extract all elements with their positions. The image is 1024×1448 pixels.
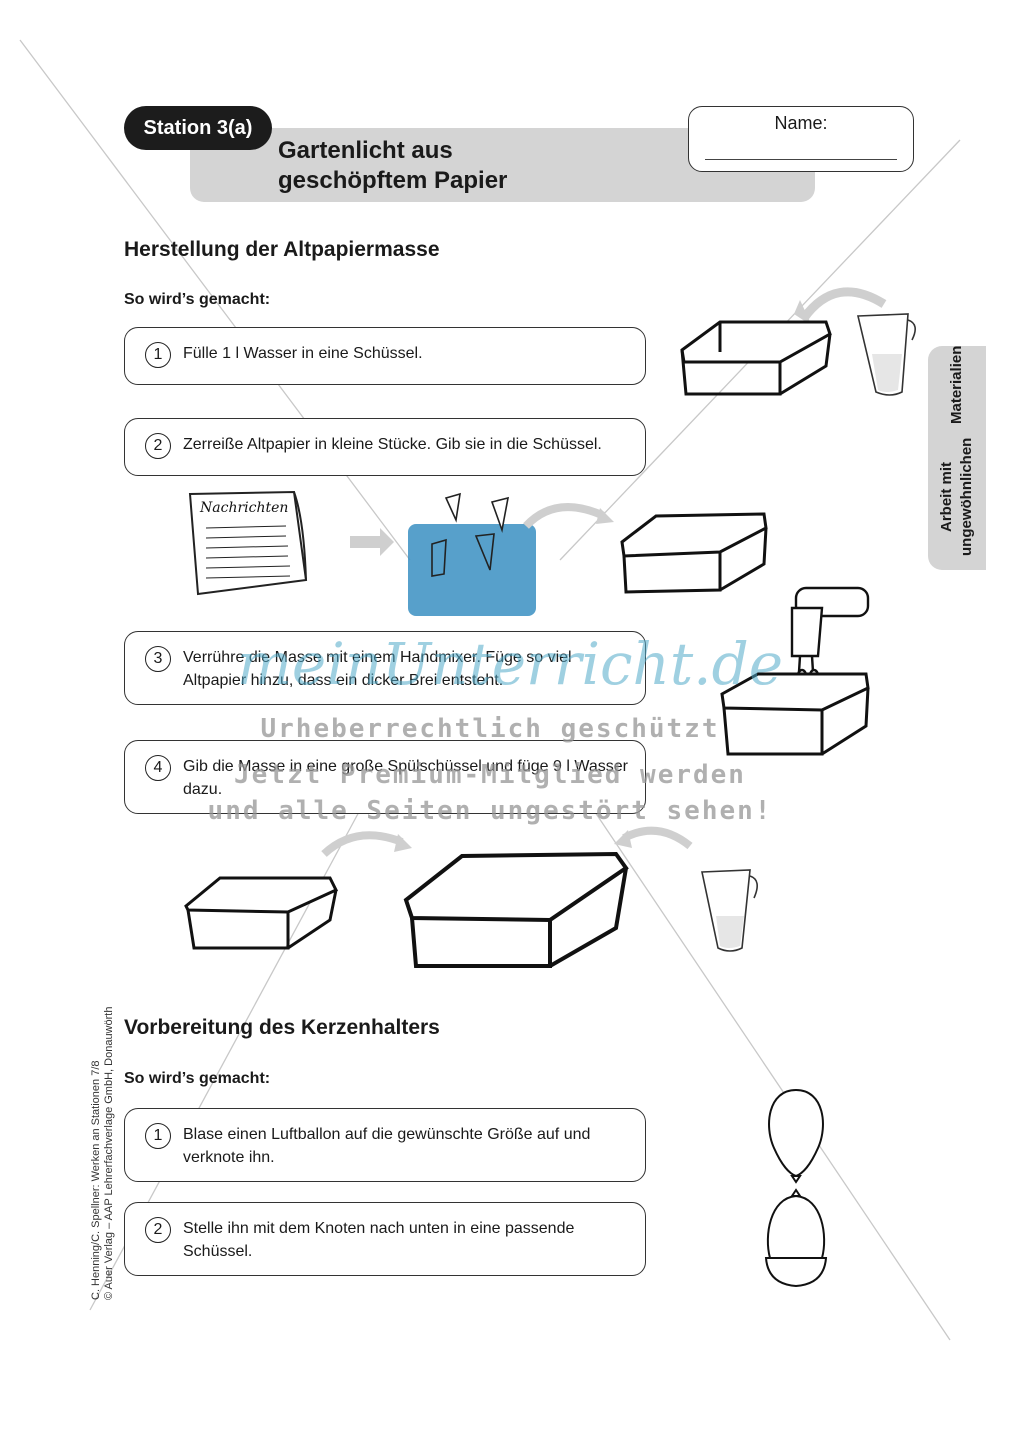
section-subheading-2: So wird’s gemacht: <box>124 1070 271 1087</box>
step-card-1-2: 2 Zerreiße Altpapier in kleine Stücke. G… <box>124 418 646 476</box>
newspaper-label: Nachrichten <box>199 500 288 516</box>
large-bowl-icon <box>403 851 629 968</box>
arrow-right-icon <box>350 528 394 556</box>
copyright-line-2: © Auer Verlag – AAP Lehrerfachverlage Gm… <box>103 1006 115 1300</box>
step-card-2-1: 1 Blase einen Luftballon auf die gewünsc… <box>124 1108 646 1182</box>
newspaper-to-bowl-illustration: Nachrichten <box>188 490 768 616</box>
bowls-combine-illustration <box>184 826 758 968</box>
watermark-line-3: und alle Seiten ungestört sehen! <box>207 796 773 826</box>
arrow-icon <box>596 508 614 524</box>
measuring-jug-icon <box>856 313 916 396</box>
step-text: Blase einen Luftballon auf die gewünscht… <box>183 1126 591 1166</box>
watermark-line-1: Urheberrechtlich geschützt <box>260 714 720 744</box>
step-card-1-3: 3 Verrühre die Masse mit einem Handmixer… <box>124 631 646 705</box>
step-text: Verrühre die Masse mit einem Handmixer. … <box>183 649 572 689</box>
newspaper-icon <box>188 490 308 596</box>
bowl-icon <box>720 672 870 756</box>
step-text: Fülle 1 l Wasser in eine Schüssel. <box>183 345 423 362</box>
small-bowl-icon <box>184 876 339 950</box>
title-line-2: geschöpftem Papier <box>278 167 508 194</box>
balloon-illustration <box>764 1088 828 1288</box>
name-field[interactable]: Name: <box>688 106 914 172</box>
balloon-in-bowl-icon <box>764 1188 828 1288</box>
arrow-icon <box>794 300 812 326</box>
title-line-1: Gartenlicht aus <box>278 137 453 164</box>
copyright-note: C. Henning/C. Spellner: Werken an Statio… <box>90 980 116 1300</box>
balloon-icon <box>768 1088 824 1184</box>
step-number: 4 <box>145 755 171 781</box>
page-title: Gartenlicht aus geschöpftem Papier <box>278 136 698 196</box>
side-tab <box>928 346 986 570</box>
measuring-jug-icon <box>701 869 758 952</box>
station-badge: Station 3(a) <box>124 106 272 150</box>
name-label: Name: <box>774 113 828 133</box>
bowl-icon <box>620 512 768 594</box>
step-text: Stelle ihn mit dem Knoten nach unten in … <box>183 1220 575 1260</box>
step-number: 2 <box>145 433 171 459</box>
arrow-icon <box>394 834 412 852</box>
bowl-and-jug-illustration <box>680 287 916 396</box>
step-number: 1 <box>145 342 171 368</box>
mixer-in-bowl-illustration <box>720 586 870 756</box>
step-card-2-2: 2 Stelle ihn mit dem Knoten nach unten i… <box>124 1202 646 1276</box>
section-subheading-1: So wird’s gemacht: <box>124 291 271 308</box>
paper-pieces-bowl-icon <box>408 492 536 616</box>
step-number: 1 <box>145 1123 171 1149</box>
watermark-line-2: Jetzt Premium-Mitglied werden <box>234 760 746 790</box>
section-heading-kerzenhalter: Vorbereitung des Kerzenhalters <box>124 1016 440 1039</box>
step-text: Zerreiße Altpapier in kleine Stücke. Gib… <box>183 436 602 453</box>
arrow-icon <box>614 830 632 848</box>
name-line <box>705 159 897 160</box>
side-tab-label: Arbeit mit ungewöhnlichen Materialien <box>928 346 986 570</box>
bowl-icon <box>680 320 832 396</box>
step-number: 2 <box>145 1217 171 1243</box>
watermark-logo: meinUnterricht.de <box>236 630 784 698</box>
step-text: Gib die Masse in eine große Spülschüssel… <box>183 758 628 798</box>
side-tab-line-1: Arbeit mit ungewöhnlichen <box>938 438 975 557</box>
side-tab-line-2: Materialien <box>948 346 965 425</box>
step-card-1-1: 1 Fülle 1 l Wasser in eine Schüssel. <box>124 327 646 385</box>
step-card-1-4: 4 Gib die Masse in eine große Spülschüss… <box>124 740 646 814</box>
step-number: 3 <box>145 646 171 672</box>
section-heading-altpapier: Herstellung der Altpapiermasse <box>124 238 440 261</box>
copyright-line-1: C. Henning/C. Spellner: Werken an Statio… <box>90 1060 102 1301</box>
